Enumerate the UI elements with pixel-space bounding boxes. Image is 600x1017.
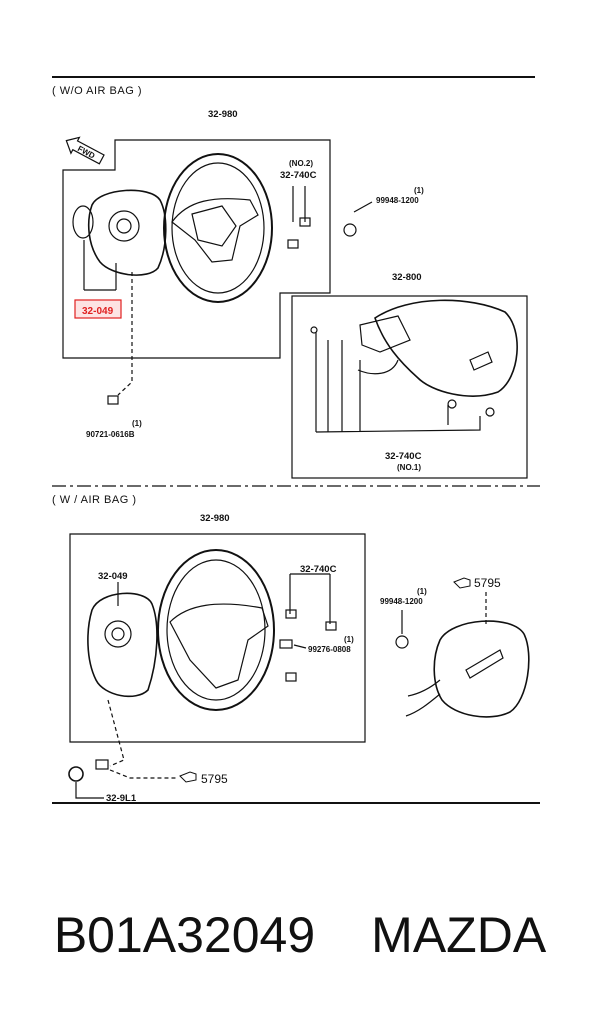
clockspring — [68, 766, 84, 782]
pad-screw-a — [310, 326, 318, 334]
top-screw-no2 — [299, 217, 311, 227]
label-bottom-99948-1200: 99948-1200 — [380, 597, 423, 606]
label-top-99948-1200: 99948-1200 — [376, 196, 419, 205]
label-bottom-bolt-qty: (1) — [344, 635, 354, 644]
label-top-32-740c-no1: 32-740C — [385, 451, 422, 462]
bottom-wheel-spokes — [169, 603, 269, 689]
label-bottom-32-980: 32-980 — [200, 513, 230, 524]
pad-emblem — [469, 351, 493, 371]
pad-bracket — [359, 315, 411, 353]
bottom-wheel-rim-inner — [166, 559, 266, 701]
label-top-nut-qty: (1) — [414, 186, 424, 195]
top-leader-740c-no2 — [292, 186, 306, 222]
pad-leaders — [315, 332, 481, 433]
pad-shell — [374, 299, 518, 397]
top-screw-no2b — [287, 239, 299, 249]
label-top-no1: (NO.1) — [397, 463, 421, 472]
bottom-bolt-leader — [293, 644, 307, 649]
bottom-frame — [69, 533, 366, 743]
label-top-32-049: 32-049 — [82, 306, 114, 317]
label-ref-5795-top: 5795 — [474, 576, 501, 590]
top-horn-ring — [72, 205, 94, 239]
label-90721-0616b: 90721-0616B — [86, 430, 135, 439]
label-top-no2: (NO.2) — [289, 159, 313, 168]
airbag-module — [433, 620, 530, 718]
bottom-bolt — [279, 639, 293, 649]
top-frame — [62, 139, 331, 359]
top-wheel-rim-inner — [171, 162, 265, 294]
label-32-9l1: 32-9L1 — [106, 793, 137, 804]
top-leader-90721 — [117, 272, 133, 396]
caption: B01A32049 MAZDA — [0, 895, 600, 975]
bottom-screw-c — [285, 672, 297, 682]
top-leader-049 — [83, 240, 117, 291]
label-bottom-32-049: 32-049 — [98, 571, 128, 582]
bottom-leader-740c — [289, 573, 331, 624]
label-top-screw-qty: (1) — [132, 419, 142, 428]
pad-box — [291, 295, 528, 479]
top-wheel-rim — [163, 153, 273, 303]
label-99276-0808: 99276-0808 — [308, 645, 351, 654]
bottom-screw-a — [285, 609, 297, 619]
top-hub-assembly — [87, 189, 167, 276]
label-bottom-nut-qty: (1) — [417, 587, 427, 596]
bottom-screw-b — [325, 621, 337, 631]
hand-pointer-icon — [179, 771, 197, 783]
clockspring-leader — [75, 782, 104, 799]
highlight-box — [74, 299, 122, 319]
bottom-hub-boss — [104, 620, 132, 648]
top-hub-boss — [108, 210, 140, 242]
part-number: B01A32049 — [53, 907, 316, 963]
connector — [95, 759, 109, 770]
airbag-emblem — [465, 649, 504, 679]
bottom-hub-assembly — [87, 592, 158, 698]
top-screw-90721 — [107, 395, 119, 405]
bottom-leader-clock — [107, 699, 125, 767]
section-title-with-airbag: ( W / AIR BAG ) — [52, 494, 137, 506]
pad-wire — [357, 359, 399, 375]
pad-screw-c — [485, 407, 495, 417]
label-ref-5795-bottom: 5795 — [201, 772, 228, 786]
pad-screw-b — [447, 399, 457, 409]
top-nut-leader — [353, 201, 373, 213]
label-top-32-980: 32-980 — [208, 109, 238, 120]
bottom-nut — [395, 635, 409, 649]
fwd-arrow: FWD — [65, 136, 105, 165]
label-bottom-32-740c: 32-740C — [300, 564, 337, 575]
section-title-without-airbag: ( W/O AIR BAG ) — [52, 85, 142, 97]
bottom-wheel-rim — [157, 549, 275, 711]
airbag-wires — [405, 679, 441, 717]
hand-pointer-icon — [453, 577, 471, 589]
top-nut — [343, 223, 357, 237]
brand-name: MAZDA — [371, 907, 547, 963]
top-wheel-hub — [191, 205, 237, 247]
label-32-800: 32-800 — [392, 272, 422, 283]
bottom-leader-5795 — [109, 769, 178, 779]
bottom-hub-boss-inner — [111, 627, 125, 641]
top-wheel-spokes — [171, 198, 259, 263]
top-hub-boss-inner — [116, 218, 132, 234]
label-top-32-740c-no2: 32-740C — [280, 170, 317, 181]
